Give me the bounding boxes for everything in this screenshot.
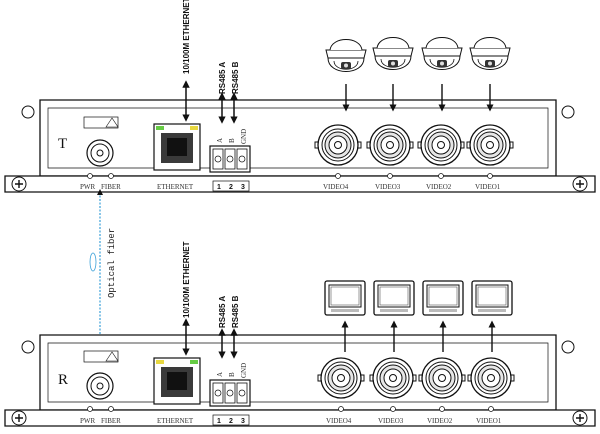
- terminal-b-label: B: [228, 138, 236, 143]
- terminal-pin-3: 3: [241, 418, 245, 425]
- ethernet-label: ETHERNET: [157, 183, 194, 191]
- video1-label: VIDEO1: [475, 183, 501, 191]
- screw-icon: [11, 176, 27, 192]
- pwr-led: [87, 406, 93, 412]
- rs485-a-label: RS485 A: [218, 62, 227, 94]
- fiber-port[interactable]: [86, 372, 114, 400]
- ethernet-top-label: 10/100M ETHERNET: [182, 0, 191, 74]
- optical-fiber-label: Optical fiber: [107, 228, 117, 298]
- screw-icon: [572, 176, 588, 192]
- video3-label: VIDEO3: [375, 183, 401, 191]
- receiver-unit: R PWR FIBER ETHERNET A: [4, 241, 596, 427]
- laser-warning-label: [83, 116, 119, 129]
- link-led: [190, 360, 198, 364]
- monitor-icon: [422, 280, 464, 316]
- monitor-icon: [373, 280, 415, 316]
- dome-camera-icon: [421, 37, 463, 70]
- fiber-coil-icon: [89, 252, 97, 272]
- dome-camera-icon: [469, 37, 511, 70]
- activity-led: [156, 360, 164, 364]
- video4-label: VIDEO4: [323, 183, 349, 191]
- terminal-pin-1: 1: [217, 184, 221, 191]
- screw-icon: [11, 410, 27, 426]
- screw-icon: [572, 410, 588, 426]
- terminal-gnd-label: GND: [240, 129, 248, 144]
- rs485-b-label: RS485 B: [231, 295, 240, 328]
- transmitter-unit: T PWR FIBER ETHERNET A: [4, 0, 596, 193]
- dome-camera-icon: [325, 39, 367, 72]
- transmitter-mounting-ear: [4, 175, 596, 193]
- fiber-label: FIBER: [101, 183, 121, 191]
- warning-icon: [105, 351, 119, 362]
- pwr-label: PWR: [80, 183, 96, 191]
- terminal-pin-2: 2: [229, 418, 233, 425]
- fiber-port[interactable]: [86, 139, 114, 167]
- terminal-pin-1: 1: [217, 418, 221, 425]
- receiver-mounting-ear: [4, 409, 596, 427]
- pwr-label: PWR: [80, 417, 96, 425]
- fiber-label: FIBER: [101, 417, 121, 425]
- dome-camera-icon: [372, 37, 414, 70]
- video2-label: VIDEO2: [426, 183, 452, 191]
- video4-label: VIDEO4: [326, 417, 352, 425]
- fiber-led: [108, 173, 114, 179]
- monitor-icon: [471, 280, 513, 316]
- unit-letter: R: [58, 372, 68, 388]
- rs485-terminal-block[interactable]: [209, 379, 251, 407]
- fiber-led: [108, 406, 114, 412]
- ethernet-port[interactable]: [153, 357, 201, 405]
- terminal-pin-2: 2: [229, 184, 233, 191]
- video1-label: VIDEO1: [476, 417, 502, 425]
- ethernet-port[interactable]: [153, 123, 201, 171]
- unit-letter: T: [58, 136, 67, 152]
- rs485-b-label: RS485 B: [231, 61, 240, 94]
- terminal-a-label: A: [216, 372, 224, 377]
- warning-icon: [105, 117, 119, 128]
- activity-led: [190, 126, 198, 130]
- monitor-icon: [324, 280, 366, 316]
- terminal-gnd-label: GND: [240, 363, 248, 378]
- ethernet-label: ETHERNET: [157, 417, 194, 425]
- rs485-a-label: RS485 A: [218, 296, 227, 328]
- terminal-pin-3: 3: [241, 184, 245, 191]
- link-led: [156, 126, 164, 130]
- optical-fiber-link: Optical fiber: [89, 189, 117, 355]
- terminal-b-label: B: [228, 372, 236, 377]
- video3-label: VIDEO3: [378, 417, 404, 425]
- ethernet-top-label: 10/100M ETHERNET: [182, 241, 191, 318]
- laser-warning-label: [83, 350, 119, 363]
- terminal-a-label: A: [216, 138, 224, 143]
- pwr-led: [87, 173, 93, 179]
- video2-label: VIDEO2: [427, 417, 453, 425]
- rs485-terminal-block[interactable]: [209, 145, 251, 173]
